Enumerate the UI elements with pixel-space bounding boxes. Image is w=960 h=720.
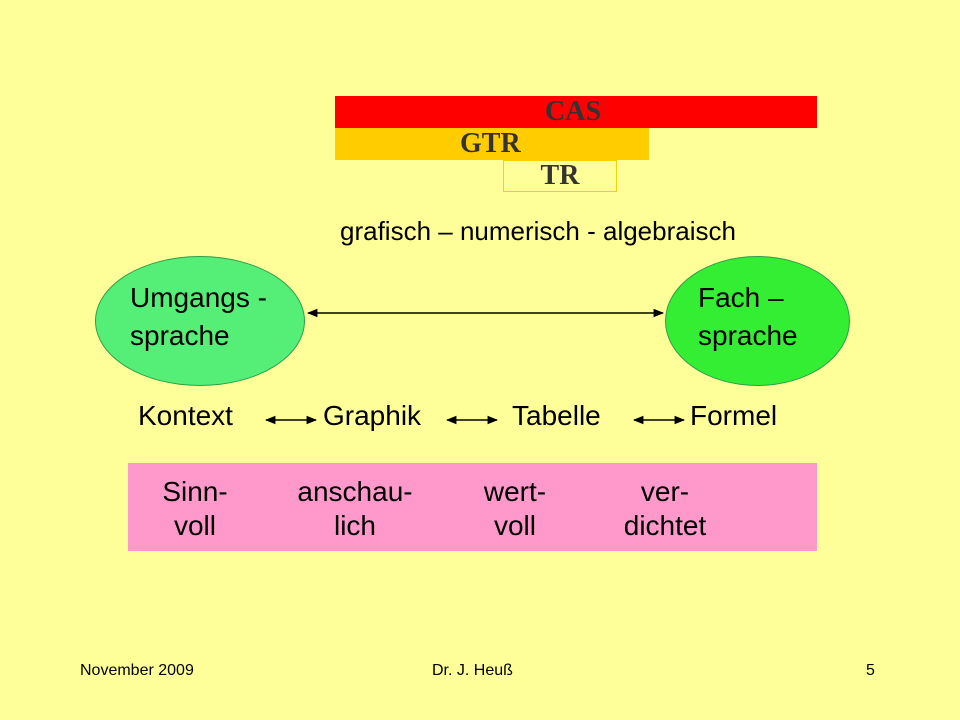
chain-context: Kontext (138, 400, 233, 431)
attribute-line1: anschau- (297, 476, 413, 507)
attribute-line2: dichtet (623, 510, 707, 541)
footer-date: November 2009 (80, 662, 194, 679)
attribute-line1: ver- (640, 476, 690, 507)
footer-author: Dr. J. Heuß (432, 662, 513, 679)
ellipse-everyday-language (95, 256, 305, 386)
attribute-condensed: ver- dichtet (600, 475, 730, 543)
attribute-line1: Sinn- (162, 476, 228, 507)
attribute-sense: Sinn- voll (140, 475, 250, 543)
cas-bar: CAS (335, 96, 817, 128)
tr-bar: TR (503, 160, 617, 192)
chain-formula: Formel (690, 400, 778, 431)
chain-graphic: Graphik (323, 400, 422, 431)
gtr-label: GTR (460, 128, 521, 159)
attribute-value: wert- voll (460, 475, 570, 543)
attribute-line2: lich (333, 510, 376, 541)
attribute-line2: voll (493, 510, 536, 541)
cas-label: CAS (545, 96, 602, 127)
everyday-language-label: Umgangs - sprache (130, 282, 267, 351)
attribute-line1: wert- (483, 476, 547, 507)
technical-language-label: Fach – sprache (698, 282, 798, 351)
attribute-line2: voll (173, 510, 216, 541)
representation-subtitle: grafisch – numerisch - algebraisch (340, 216, 736, 246)
chain-table: Tabelle (512, 400, 601, 431)
gtr-bar: GTR (335, 128, 649, 160)
attribute-visual: anschau- lich (280, 475, 430, 543)
tr-label: TR (540, 160, 580, 191)
ellipse-technical-language (665, 256, 850, 386)
footer-page-number: 5 (866, 662, 875, 679)
attributes-box (128, 463, 817, 551)
